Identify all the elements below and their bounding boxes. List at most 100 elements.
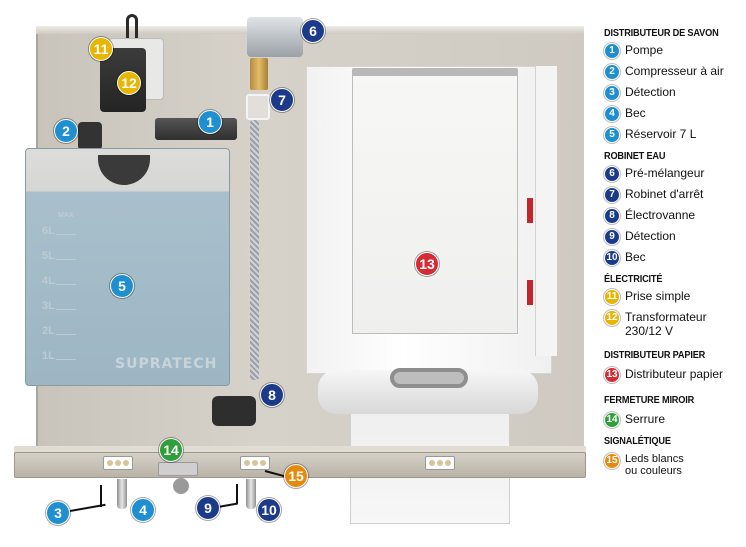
legend-label-line2: 230/12 V xyxy=(625,324,674,338)
paper-lever-handle xyxy=(390,368,468,388)
tank-graduation: 4L xyxy=(42,275,76,287)
soap-tank xyxy=(25,148,230,386)
soap-nozzle xyxy=(117,479,127,509)
legend-label: Compresseur à air xyxy=(625,64,724,78)
led-strip xyxy=(425,456,455,470)
callout-3-soap-detection: 3 xyxy=(46,501,70,525)
legend-badge: 5 xyxy=(604,127,620,143)
legend-badge: 9 xyxy=(604,229,620,245)
shutoff-valve xyxy=(250,58,268,90)
legend-badge: 14 xyxy=(604,412,620,428)
legend-item: 11 Prise simple xyxy=(604,289,746,305)
legend-label: Bec xyxy=(625,106,646,120)
legend-badge: 10 xyxy=(604,250,620,266)
legend-label: Détection xyxy=(625,85,676,99)
callout-15-leds: 15 xyxy=(284,464,308,488)
paper-dispenser-cover xyxy=(352,72,518,334)
legend-item: 13 Distributeur papier xyxy=(604,367,746,383)
legend-item: 5 Réservoir 7 L xyxy=(604,127,746,143)
arrow-line xyxy=(100,485,102,507)
legend-badge: 12 xyxy=(604,310,620,326)
legend-label-line1: Transformateur xyxy=(625,310,707,324)
callout-2-compressor: 2 xyxy=(54,119,78,143)
tank-max-label: MAX xyxy=(58,212,74,219)
legend-badge: 11 xyxy=(604,289,620,305)
legend-badge: 8 xyxy=(604,208,620,224)
legend-label: Distributeur papier xyxy=(625,367,724,381)
legend-section-paper: DISTRIBUTEUR PAPIER 13 Distributeur papie… xyxy=(604,350,746,383)
legend-item: 10 Bec xyxy=(604,250,746,266)
arrow-line xyxy=(217,502,238,508)
water-nozzle xyxy=(246,479,256,509)
mirror-lock xyxy=(158,462,198,476)
legend-label: Robinet d'arrêt xyxy=(625,187,704,201)
callout-5-tank: 5 xyxy=(110,274,134,298)
legend-item: 14 Serrure xyxy=(604,412,746,428)
legend-badge: 6 xyxy=(604,166,620,182)
legend-item: 8 Électrovanne xyxy=(604,208,746,224)
legend-badge: 13 xyxy=(604,367,620,383)
arrow-line xyxy=(236,484,238,504)
soap-pump xyxy=(155,118,237,140)
callout-11-outlet: 11 xyxy=(89,37,113,61)
legend-section-title: ROBINET EAU xyxy=(604,151,666,162)
paper-dispenser-side xyxy=(535,66,557,356)
legend-label: Électrovanne xyxy=(625,208,696,222)
callout-9-water-detection: 9 xyxy=(196,496,220,520)
callout-12-transformer: 12 xyxy=(117,71,141,95)
braided-hose xyxy=(250,120,259,380)
pre-mixer-valve xyxy=(247,17,303,57)
legend-section-title: FERMETURE MIROIR xyxy=(604,395,695,406)
solenoid-valve xyxy=(212,396,256,426)
paper-level-indicator xyxy=(527,280,533,305)
legend-section-title: SIGNALÉTIQUE xyxy=(604,436,671,447)
callout-14-lock: 14 xyxy=(159,438,183,462)
callout-8-solenoid-valve: 8 xyxy=(260,383,284,407)
legend-label: Pré-mélangeur xyxy=(625,166,705,180)
legend-item: 7 Robinet d'arrêt xyxy=(604,187,746,203)
callout-1-pump: 1 xyxy=(198,110,222,134)
legend-section-lock: FERMETURE MIROIR 14 Serrure xyxy=(604,395,746,428)
led-strip xyxy=(240,456,270,470)
paper-level-indicator xyxy=(527,198,533,223)
tank-graduation: 3L xyxy=(42,300,76,312)
callout-4-soap-nozzle: 4 xyxy=(131,498,155,522)
legend-label: Détection xyxy=(625,229,676,243)
legend-item: 3 Détection xyxy=(604,85,746,101)
legend-label: Bec xyxy=(625,250,646,264)
legend-badge: 15 xyxy=(604,453,620,469)
legend-section-water: ROBINET EAU 6 Pré-mélangeur 7 Robinet d'ar… xyxy=(604,151,746,266)
legend-badge: 2 xyxy=(604,64,620,80)
valve-bracket xyxy=(246,94,270,120)
legend-label-line1: Leds blancs xyxy=(625,453,684,465)
legend-badge: 3 xyxy=(604,85,620,101)
callout-10-water-nozzle: 10 xyxy=(257,498,281,522)
callout-13-paper-dispenser: 13 xyxy=(415,252,439,276)
tank-graduation: 5L xyxy=(42,250,76,262)
legend-badge: 7 xyxy=(604,187,620,203)
tank-graduation: 1L xyxy=(42,350,76,362)
callout-6-pre-mixer: 6 xyxy=(301,19,325,43)
led-strip xyxy=(103,456,133,470)
legend-section-title: DISTRIBUTEUR PAPIER xyxy=(604,350,706,361)
legend-label: Réservoir 7 L xyxy=(625,127,697,141)
tank-brand-logo: SUPRATECH xyxy=(115,356,218,372)
callout-7-shutoff-valve: 7 xyxy=(270,88,294,112)
legend-section-title: DISTRIBUTEUR DE SAVON xyxy=(604,28,719,39)
legend-item: 6 Pré-mélangeur xyxy=(604,166,746,182)
legend-label: Prise simple xyxy=(625,289,691,303)
tank-graduation: 2L xyxy=(42,325,76,337)
air-compressor xyxy=(78,122,102,150)
power-cable xyxy=(126,14,138,42)
legend-label: Serrure xyxy=(625,412,666,426)
legend-item: 9 Détection xyxy=(604,229,746,245)
